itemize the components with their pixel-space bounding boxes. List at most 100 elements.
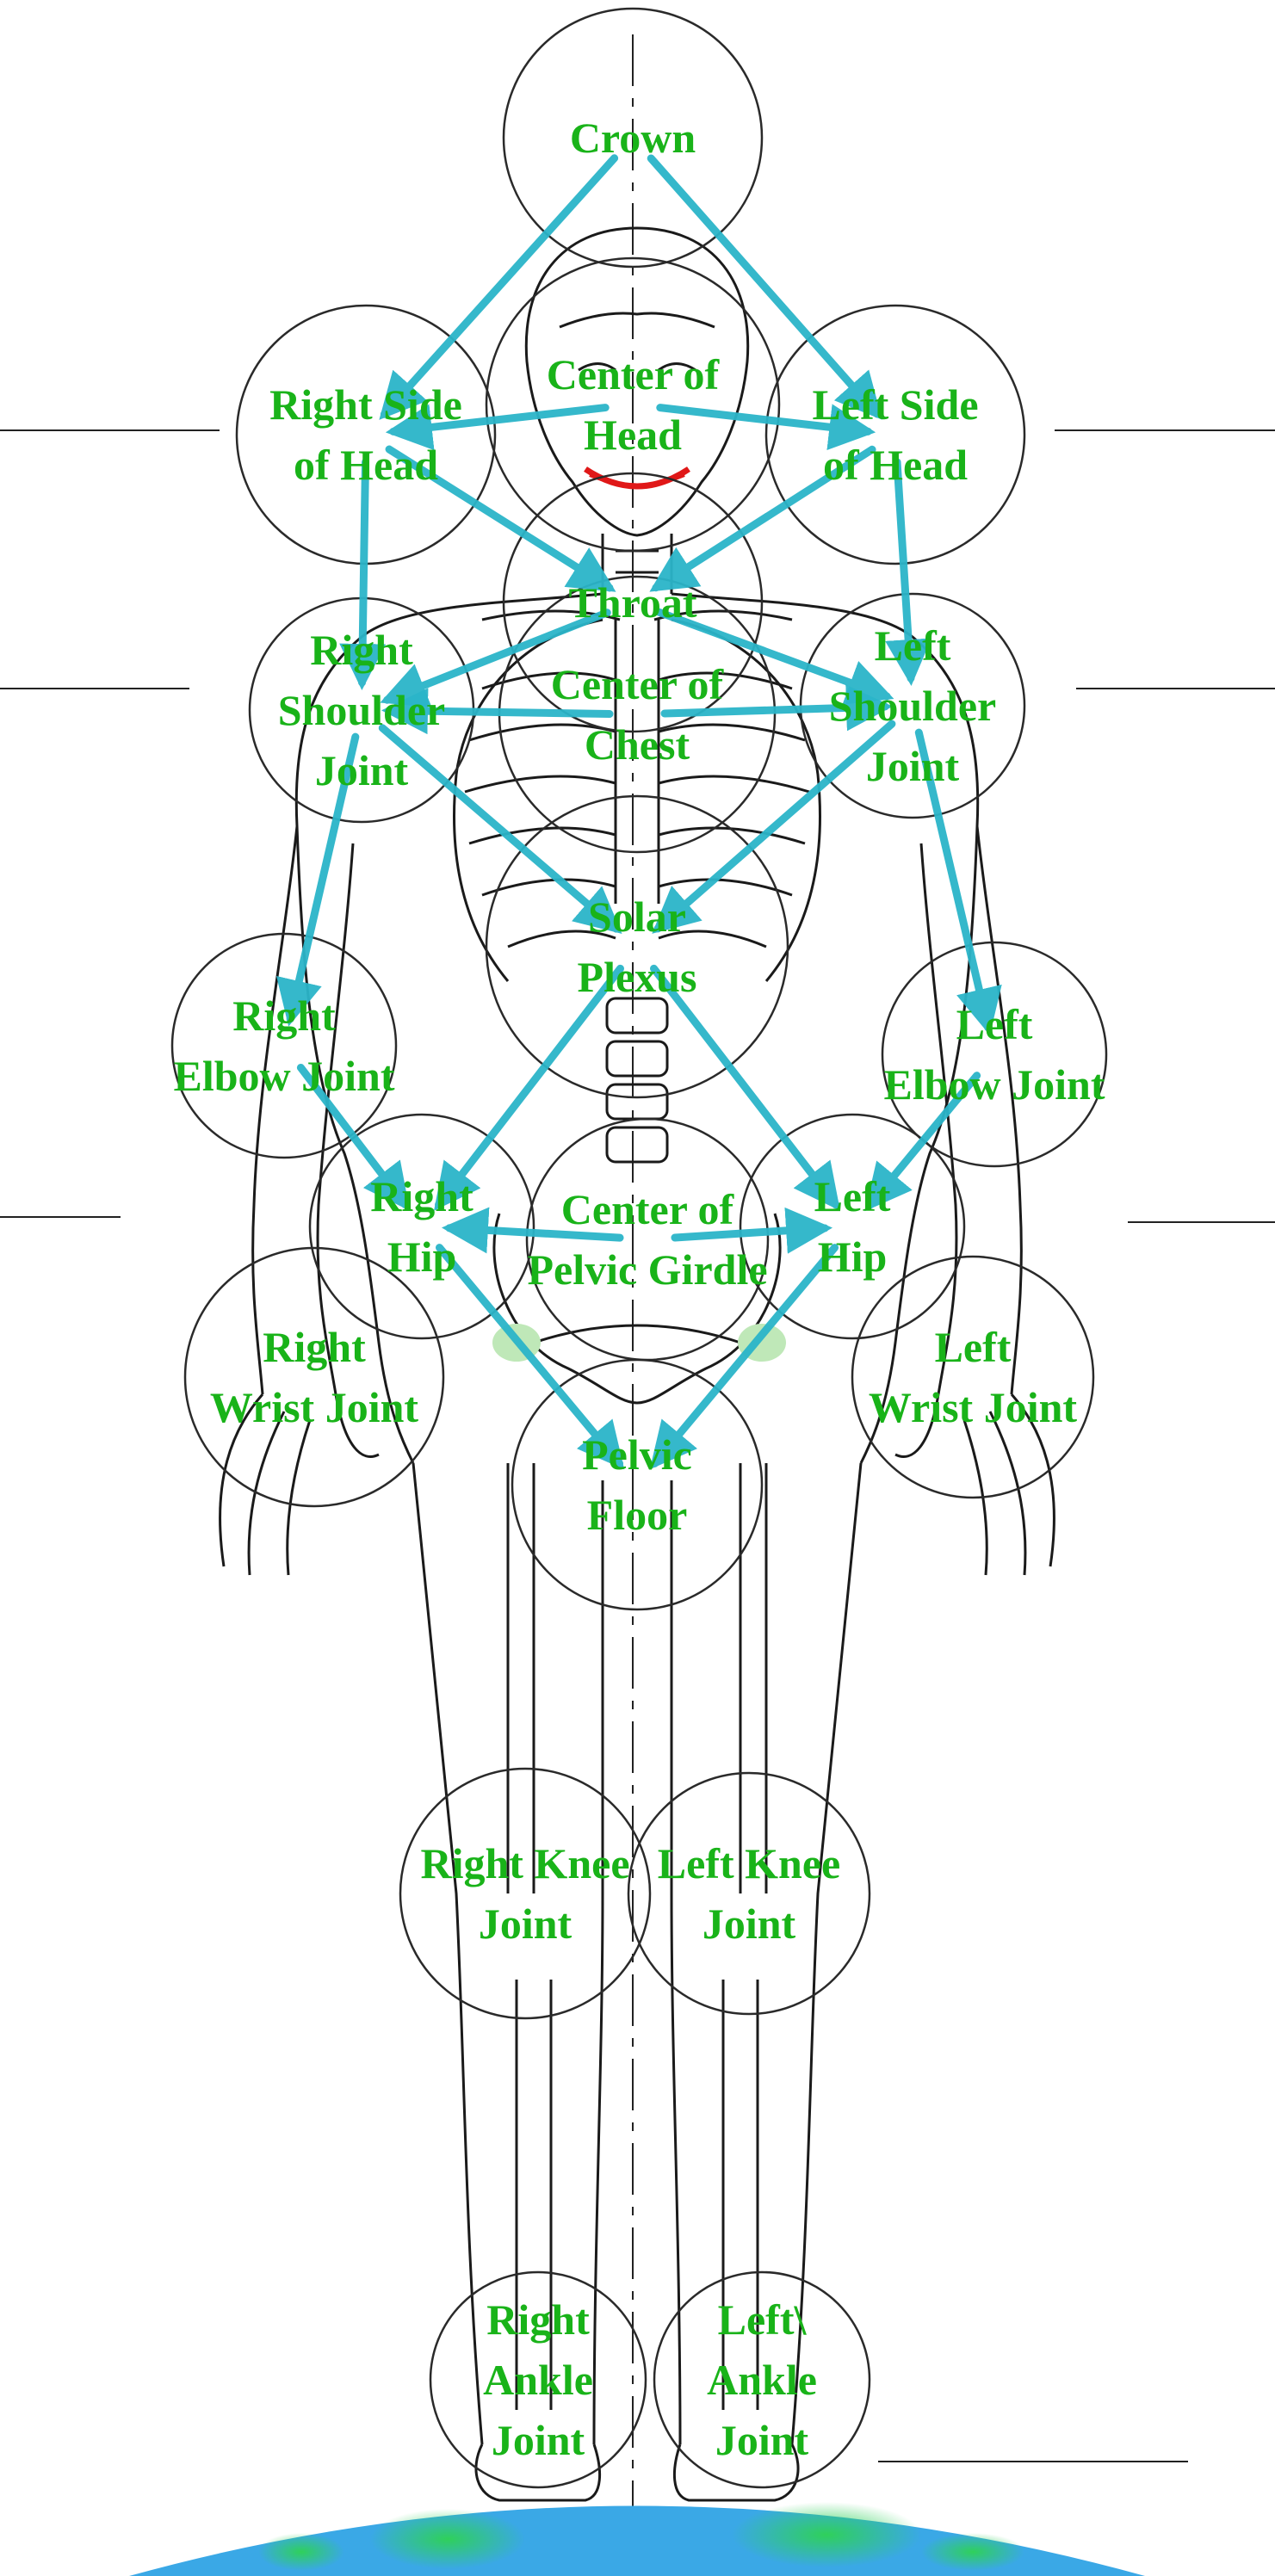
right-knee-joint-label-line: Right Knee [420, 1839, 629, 1887]
pelvic-floor-label-line: Pelvic [582, 1430, 692, 1479]
throat-circle [502, 472, 764, 733]
solar-plexus-circle [485, 794, 789, 1099]
right-ankle-joint-label-line: Joint [492, 2416, 585, 2464]
right-knee-joint-label-line: Joint [479, 1900, 573, 1948]
right-side-of-head-label-line: Right Side [269, 380, 462, 429]
right-hip-circle [308, 1113, 535, 1340]
pelvic-floor-label-line: Floor [587, 1491, 688, 1539]
arrow-solar-plexus-to-right-hip [434, 964, 624, 1211]
left-side-of-head-circle [764, 304, 1026, 565]
left-ankle-joint-label-line: Joint [715, 2416, 809, 2464]
right-side-of-head-label: Right Side of Head [269, 380, 462, 489]
right-shoulder-joint-label-line: Right [310, 626, 413, 674]
left-shoulder-joint-label-line: Joint [866, 742, 960, 790]
right-shoulder-joint-label-line: Joint [315, 746, 409, 794]
arrow-center-of-head-to-right-side-of-head [385, 404, 610, 451]
center-of-chest-label: Center of Chest [551, 660, 725, 769]
arrow-left-shoulder-joint-to-solar-plexus [652, 720, 896, 934]
center-of-pelvic-girdle-label-line: Center of [561, 1185, 735, 1233]
right-elbow-joint-label-line: Right [232, 991, 336, 1040]
right-knee-joint-circle [399, 1767, 652, 2020]
left-knee-joint-label-line: Left Knee [658, 1839, 840, 1887]
left-ankle-joint-label-line: Ankle [707, 2356, 817, 2404]
lumbar-spine [605, 997, 669, 1164]
left-wrist-joint-label-line: Wrist Joint [869, 1383, 1077, 1431]
left-wrist-joint-label-line: Left [935, 1323, 1012, 1371]
left-foot [672, 2443, 800, 2502]
center-of-head-label-line: Center of [547, 350, 721, 398]
right-hand [219, 1393, 380, 1576]
arrow-right-shoulder-joint-to-solar-plexus [378, 724, 622, 935]
right-wrist-joint-label-line: Right [263, 1323, 366, 1371]
right-elbow-joint-label-line: Elbow Joint [173, 1052, 394, 1100]
left-hip-circle [739, 1113, 966, 1340]
right-hip-label-line: Right [370, 1172, 473, 1220]
left-side-of-head-label-line: of Head [823, 441, 968, 489]
pelvis [492, 1213, 782, 1405]
solar-plexus-label-line: Plexus [578, 953, 697, 1001]
center-of-pelvic-girdle-label-line: Pelvic Girdle [527, 1245, 767, 1294]
right-ankle-joint-label-line: Right [486, 2295, 590, 2344]
arrow-throat-to-right-shoulder-joint [380, 608, 611, 707]
crown-circle [502, 7, 764, 269]
right-side-of-head-label-line: of Head [294, 441, 438, 489]
skull [524, 226, 750, 537]
left-side-of-head-label-line: Left Side [812, 380, 978, 429]
left-side-of-head-label: Left Side of Head [812, 380, 978, 489]
arrow-center-of-chest-to-left-shoulder-joint [660, 684, 894, 732]
right-wrist-joint-label-line: Wrist Joint [210, 1383, 418, 1431]
left-elbow-joint-label-line: Left [956, 1000, 1033, 1048]
arrow-crown-to-right-side-of-head [379, 154, 619, 420]
left-hip-label-line: Hip [818, 1232, 888, 1281]
left-elbow-joint-circle [881, 941, 1108, 1168]
left-elbow-joint-label-line: Elbow Joint [883, 1060, 1105, 1109]
body-outline [219, 226, 1055, 2502]
right-wrist-joint-circle [183, 1246, 445, 1508]
rib-cage [453, 618, 821, 982]
arrow-center-of-head-to-left-side-of-head [656, 404, 876, 451]
arrow-crown-to-left-side-of-head [647, 154, 882, 420]
arrow-right-hip-to-pelvic-floor [435, 1244, 625, 1470]
earth-ground [129, 2502, 1145, 2576]
right-hip-label-line: Hip [387, 1232, 457, 1281]
left-ankle-joint-label-line: Left\ [718, 2295, 808, 2344]
arrow-left-elbow-joint-to-left-hip [864, 1072, 981, 1212]
reference-lines [0, 34, 1275, 2513]
throat-label-line: Throat [568, 578, 696, 627]
connection-arrows [276, 154, 1002, 1470]
arrow-left-shoulder-joint-to-left-elbow-joint [914, 728, 1002, 1035]
right-shoulder-joint-label-line: Shoulder [278, 686, 446, 734]
center-of-chest-label-line: Chest [585, 720, 690, 769]
arrow-left-hip-to-pelvic-floor [649, 1244, 839, 1470]
pelvic-floor-circle [511, 1358, 764, 1611]
center-of-chest-label-line: Center of [551, 660, 725, 708]
left-hip-label-line: Left [814, 1172, 891, 1220]
arrow-right-shoulder-joint-to-right-elbow-joint [276, 732, 360, 1027]
left-ankle-joint-circle [653, 2270, 871, 2489]
arrow-center-of-pelvic-girdle-to-left-hip [671, 1207, 833, 1254]
arrow-solar-plexus-to-left-hip [650, 964, 840, 1211]
right-elbow-joint-circle [170, 932, 398, 1159]
left-hand [894, 1393, 1055, 1576]
solar-plexus-label-line: Solar [588, 893, 686, 941]
left-shoulder-joint-label-line: Left [875, 621, 951, 670]
arrow-left-side-of-head-to-throat [649, 445, 876, 592]
right-ankle-joint-circle [429, 2270, 647, 2489]
center-of-head-label-line: Head [584, 411, 682, 459]
left-wrist-joint-circle [851, 1255, 1095, 1499]
left-shoulder-joint-label-line: Shoulder [829, 682, 997, 730]
